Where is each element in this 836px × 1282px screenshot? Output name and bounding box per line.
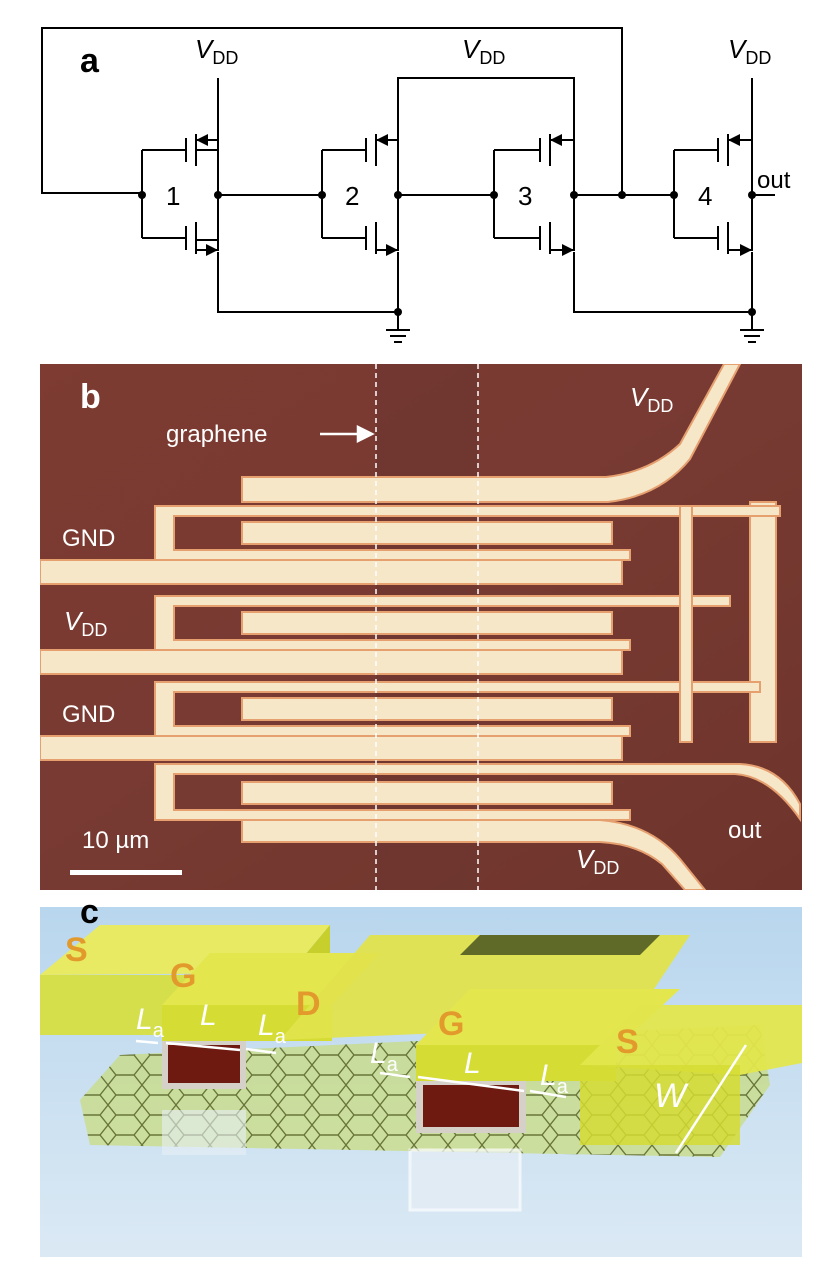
source-letter-2: S xyxy=(616,1023,639,1061)
drain-ring-slot xyxy=(460,935,660,955)
out-label-a: out xyxy=(757,167,791,194)
gate-letter-1: G xyxy=(170,957,196,995)
metal-electrodes xyxy=(40,364,801,890)
gnd-label-1: GND xyxy=(62,525,115,552)
source-letter-1: S xyxy=(65,931,88,969)
access-length-label-1: La xyxy=(136,1003,165,1042)
gnd-line-3-4 xyxy=(573,252,753,313)
panel-a-label: a xyxy=(80,42,100,80)
panel-a-circuit-schematic: a xyxy=(41,27,791,343)
ground-symbol-1 xyxy=(386,329,410,343)
gate-letter-2: G xyxy=(438,1005,464,1043)
graphene-label: graphene xyxy=(166,421,267,448)
drain-letter: D xyxy=(296,985,321,1023)
width-label: W xyxy=(654,1077,689,1115)
vdd-label-1: VDD xyxy=(195,34,238,68)
panel-b-optical-micrograph: b graphene VDD GND VDD GND out VDD 10 µm xyxy=(40,364,802,890)
access-length-label-4: La xyxy=(540,1059,569,1098)
inverter-number-1: 1 xyxy=(166,181,180,211)
vdd-label-2: VDD xyxy=(462,34,505,68)
out-label-b: out xyxy=(728,817,762,844)
gnd-line-1-2 xyxy=(217,252,399,313)
inverter-number-3: 3 xyxy=(518,181,532,211)
junction-dots xyxy=(138,191,756,316)
vdd-label-top: VDD xyxy=(630,382,673,416)
gate-2-channel xyxy=(423,1085,519,1127)
vdd-label-left: VDD xyxy=(64,606,107,640)
inverter-3 xyxy=(493,134,575,254)
inverter-number-4: 4 xyxy=(698,181,712,211)
dimension-arrows xyxy=(135,1039,748,1154)
reflection-1 xyxy=(408,1148,522,1212)
panel-b-label: b xyxy=(80,378,101,416)
gate-1-channel xyxy=(168,1045,240,1083)
gnd-label-2: GND xyxy=(62,701,115,728)
ground-symbol-2 xyxy=(740,329,764,343)
vdd-label-3: VDD xyxy=(728,34,771,68)
source-block-right-front xyxy=(580,1065,740,1145)
inverter-2 xyxy=(321,134,399,254)
graphene-arrow xyxy=(320,424,375,444)
scale-bar xyxy=(70,870,182,875)
vdd-label-bottom: VDD xyxy=(576,844,619,878)
vdd-line-2-3 xyxy=(397,77,575,140)
gate-length-label-1: L xyxy=(200,999,217,1032)
feedback-wire xyxy=(41,27,623,195)
inverter-4 xyxy=(673,134,753,254)
panel-c-label: c xyxy=(80,895,99,931)
scale-bar-label: 10 µm xyxy=(82,827,149,854)
gate-length-label-2: L xyxy=(464,1047,481,1080)
reflection-2 xyxy=(162,1110,246,1155)
transistor-arrows xyxy=(196,134,752,256)
inverter-number-2: 2 xyxy=(345,181,359,211)
access-length-label-3: La xyxy=(370,1037,399,1076)
source-block-right xyxy=(580,1005,802,1075)
access-length-label-2: La xyxy=(258,1009,287,1048)
panel-c-device-schematic: S G D G S La L La La L La W c xyxy=(40,895,802,1257)
